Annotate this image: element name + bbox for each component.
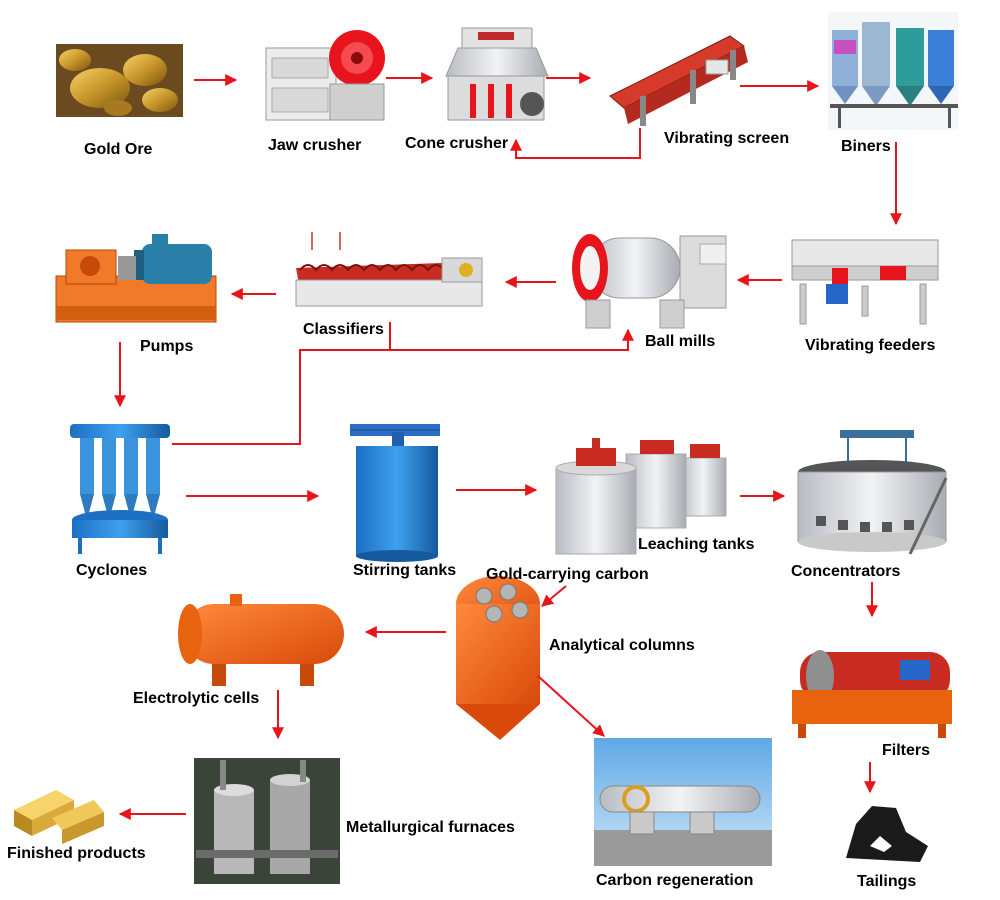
filters-image <box>792 650 952 738</box>
jaw-crusher-image <box>265 30 385 121</box>
stirring-tank-image <box>350 424 440 562</box>
carbon-regeneration-image <box>594 738 772 866</box>
pumps-image <box>55 234 217 323</box>
metallurgical-furnace-image <box>194 758 340 884</box>
biners-image <box>828 12 958 130</box>
concentrator-image <box>797 430 948 555</box>
label-electrolytic-cells: Electrolytic cells <box>133 690 260 707</box>
arrow-column-to-regeneration <box>537 675 605 737</box>
label-gold-carrying-carbon: Gold-carrying carbon <box>486 566 649 583</box>
arrow-leaching-to-column <box>541 585 567 607</box>
label-carbon-regeneration: Carbon regeneration <box>596 872 754 889</box>
label-biners: Biners <box>841 138 891 155</box>
arrow-screen-return-to-cone <box>510 128 641 159</box>
gold-bars-image <box>14 790 104 844</box>
label-pumps: Pumps <box>140 338 194 355</box>
label-concentrators: Concentrators <box>791 563 901 580</box>
label-metallurgical-furnaces: Metallurgical furnaces <box>346 819 515 836</box>
cone-crusher-image <box>445 27 549 121</box>
tailings-image <box>846 806 928 862</box>
ball-mill-image <box>572 234 727 329</box>
label-tailings: Tailings <box>857 873 917 890</box>
leaching-tanks-image <box>555 438 727 555</box>
label-jaw-crusher: Jaw crusher <box>268 137 362 154</box>
electrolytic-cell-image <box>178 594 344 686</box>
label-classifiers: Classifiers <box>303 321 384 338</box>
label-gold-ore: Gold Ore <box>84 141 153 158</box>
label-analytical-columns: Analytical columns <box>549 637 695 654</box>
label-cone-crusher: Cone crusher <box>405 135 509 152</box>
vibrating-screen-image <box>609 35 748 126</box>
label-stirring-tanks: Stirring tanks <box>353 562 457 579</box>
flow-connectors <box>114 72 902 820</box>
label-vibrating-screen: Vibrating screen <box>664 130 790 147</box>
arrow-classifier-to-mill <box>389 322 634 351</box>
label-filters: Filters <box>882 742 931 759</box>
label-leaching-tanks: Leaching tanks <box>638 536 755 553</box>
classifiers-image <box>295 232 483 307</box>
gold-ore-image <box>56 44 183 117</box>
label-finished-products: Finished products <box>7 845 146 862</box>
label-cyclones: Cyclones <box>76 562 148 579</box>
analytical-column-image <box>456 576 540 740</box>
cyclones-image <box>70 424 170 554</box>
vibrating-feeders-image <box>791 239 939 325</box>
label-ball-mills: Ball mills <box>645 333 716 350</box>
line-cyclones-return <box>172 349 390 445</box>
label-vibrating-feeders: Vibrating feeders <box>805 337 936 354</box>
